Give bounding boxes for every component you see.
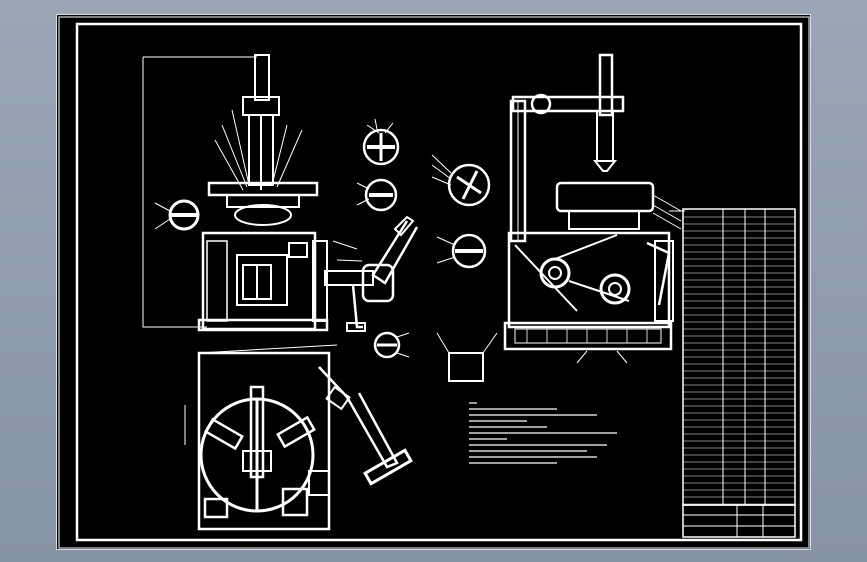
parts-list — [682, 208, 796, 506]
engineering-drawing — [58, 16, 810, 549]
sheet-border — [58, 16, 810, 549]
top-section-view — [184, 344, 413, 531]
title-block — [682, 504, 796, 538]
side-view — [503, 53, 685, 364]
front-view — [142, 54, 374, 332]
cad-viewport[interactable] — [56, 14, 811, 550]
drawing-frame — [75, 22, 803, 542]
technical-notes — [469, 402, 617, 464]
detail-views — [356, 118, 498, 382]
